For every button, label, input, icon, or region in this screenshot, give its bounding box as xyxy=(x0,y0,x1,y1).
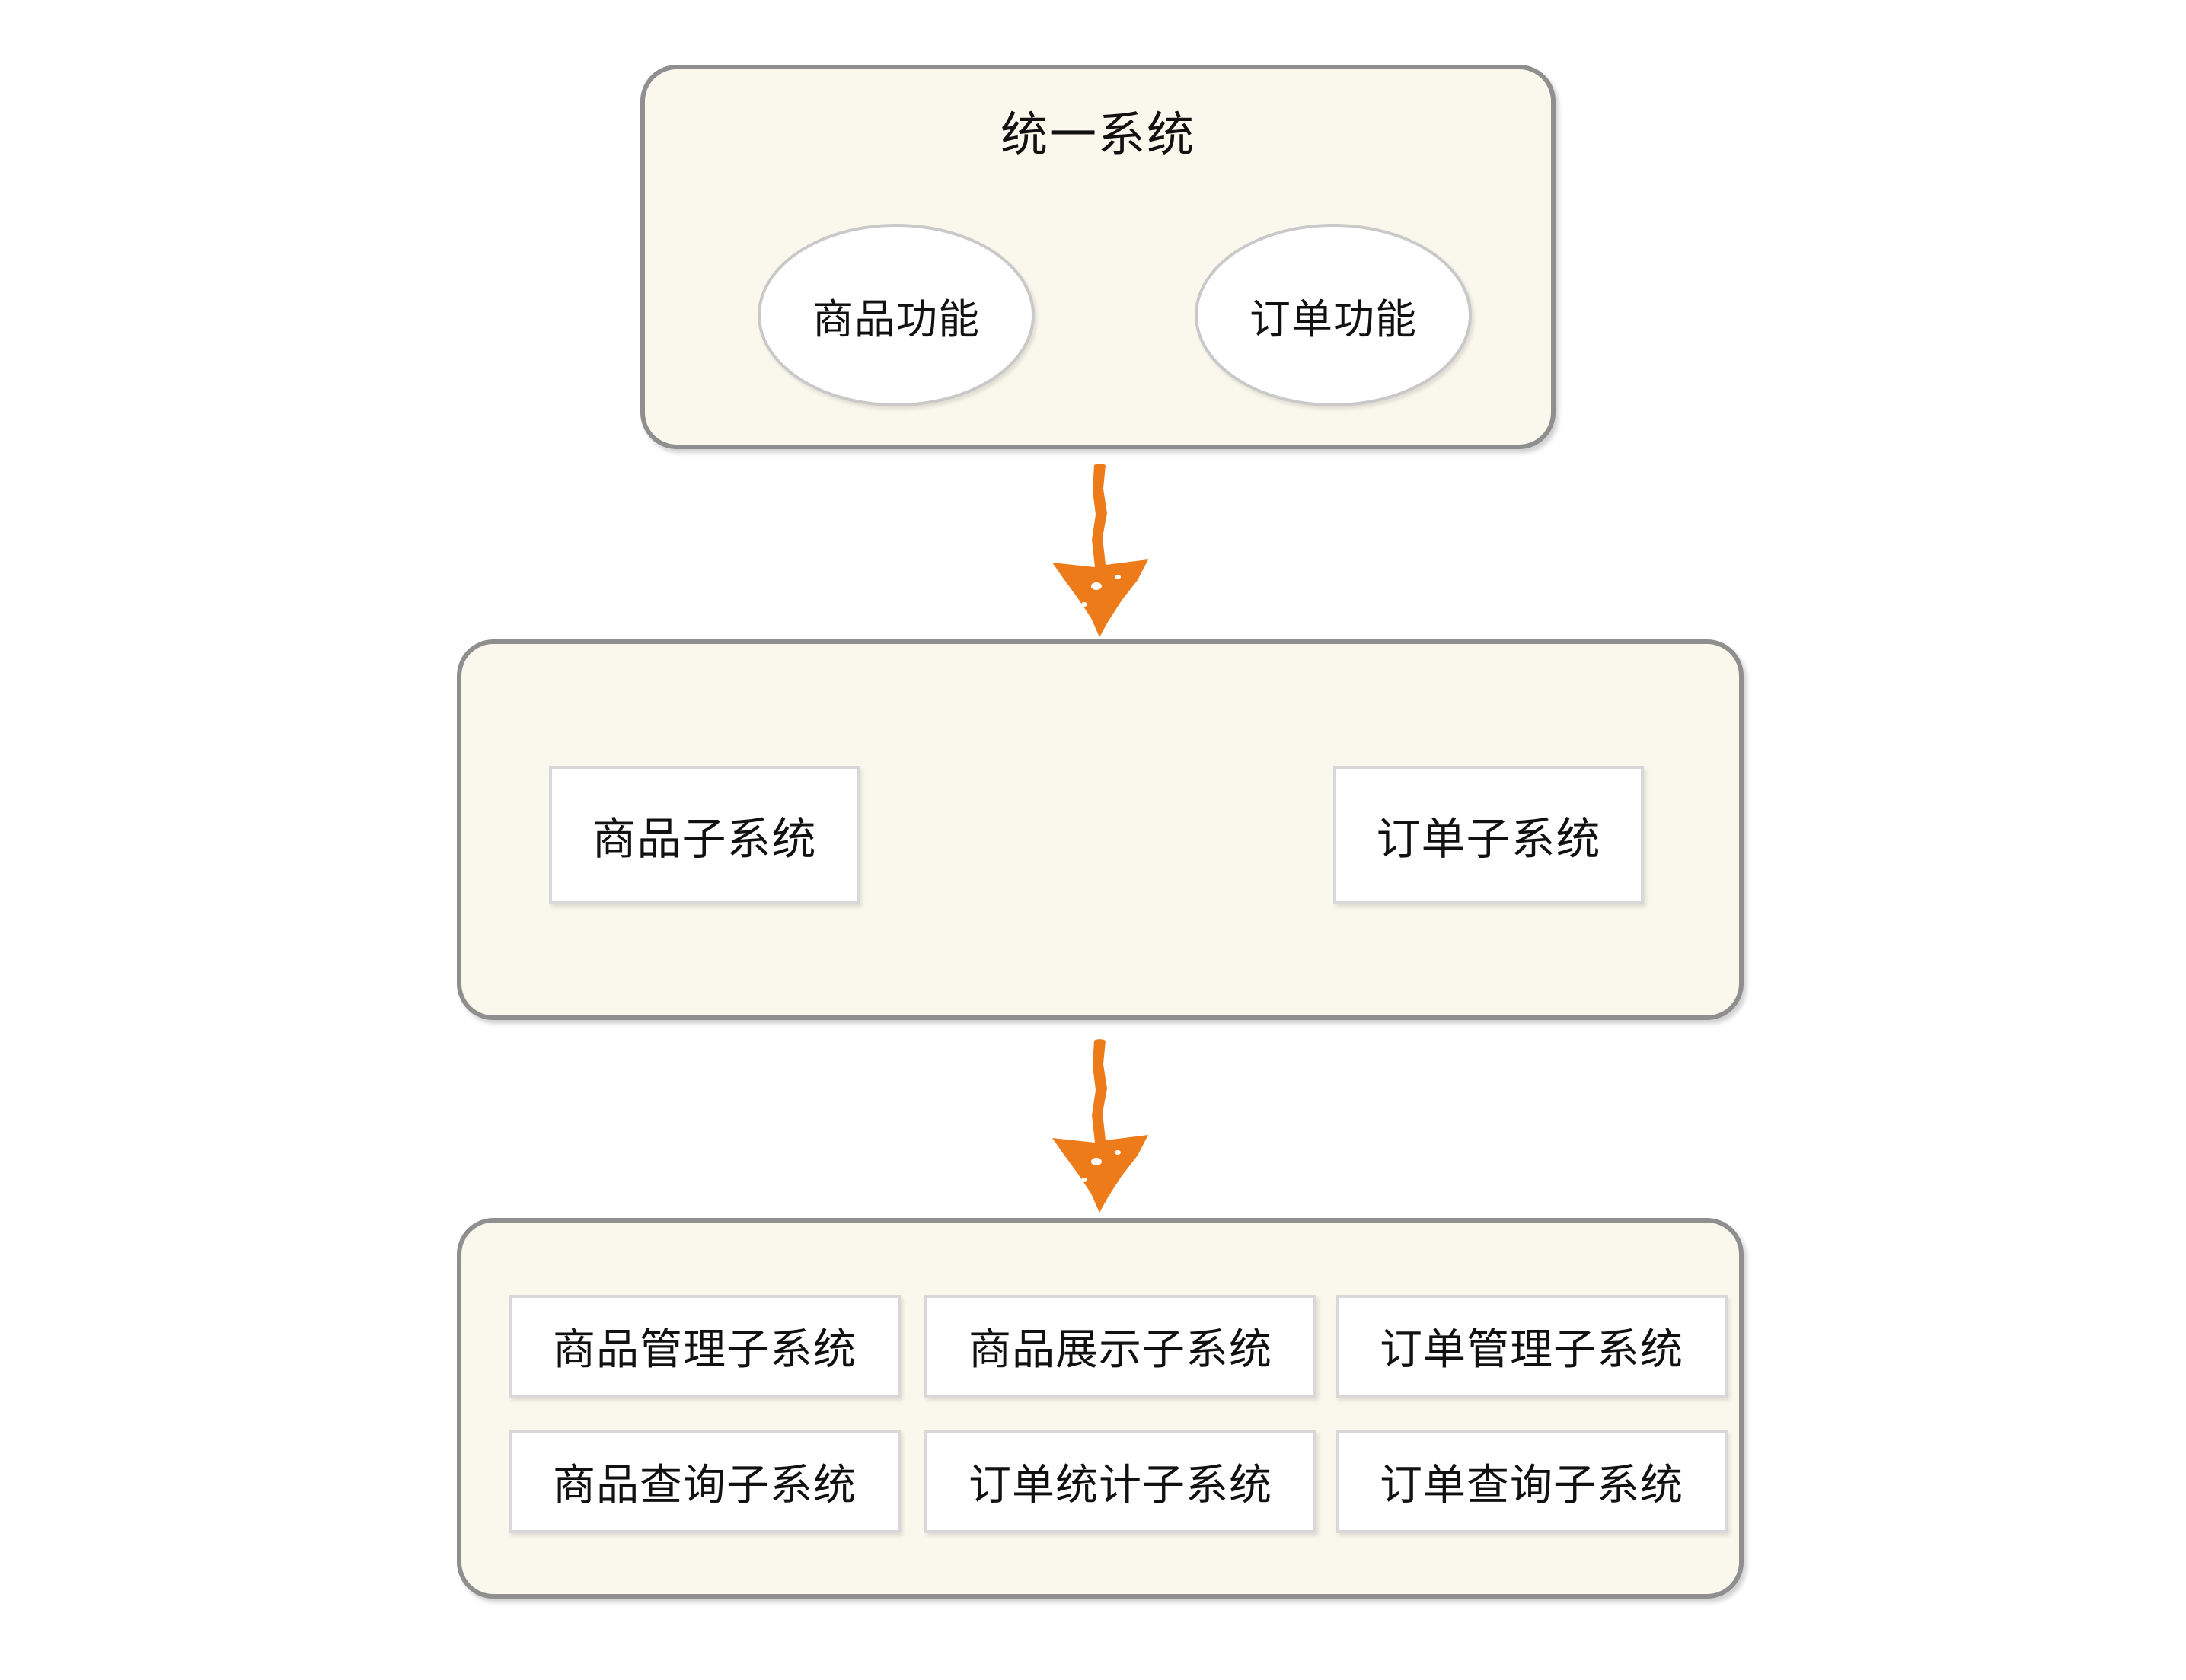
subsystems-box: 商品子系统 订单子系统 xyxy=(457,639,1744,1020)
order-statistics-subsystem-node: 订单统计子系统 xyxy=(924,1430,1316,1533)
product-display-subsystem-label: 商品展示子系统 xyxy=(969,1325,1272,1373)
order-management-subsystem-node: 订单管理子系统 xyxy=(1336,1295,1728,1398)
product-management-subsystem-node: 商品管理子系统 xyxy=(509,1295,901,1398)
product-management-subsystem-label: 商品管理子系统 xyxy=(553,1325,857,1373)
product-subsystem-label: 商品子系统 xyxy=(592,814,817,864)
order-query-subsystem-label: 订单查询子系统 xyxy=(1380,1461,1683,1509)
unified-system-title: 统一系统 xyxy=(1000,109,1195,161)
product-function-label: 商品功能 xyxy=(812,296,980,343)
order-management-subsystem-label: 订单管理子系统 xyxy=(1380,1325,1683,1373)
order-subsystem-node: 订单子系统 xyxy=(1333,766,1644,904)
product-display-subsystem-node: 商品展示子系统 xyxy=(924,1295,1316,1398)
product-function-ellipse: 商品功能 xyxy=(758,224,1035,406)
order-function-ellipse: 订单功能 xyxy=(1195,224,1472,406)
sub-subsystems-box: 商品管理子系统 商品展示子系统 订单管理子系统 商品查询子系统 订单统计子系统 … xyxy=(457,1218,1744,1599)
order-statistics-subsystem-label: 订单统计子系统 xyxy=(969,1461,1272,1509)
product-query-subsystem-label: 商品查询子系统 xyxy=(553,1461,857,1509)
unified-system-box: 统一系统 商品功能 订单功能 xyxy=(640,65,1556,449)
order-function-label: 订单功能 xyxy=(1249,296,1417,343)
order-subsystem-label: 订单子系统 xyxy=(1376,814,1601,864)
order-query-subsystem-node: 订单查询子系统 xyxy=(1336,1430,1728,1533)
down-arrow-icon xyxy=(1052,464,1148,637)
product-query-subsystem-node: 商品查询子系统 xyxy=(509,1430,901,1533)
down-arrow-icon xyxy=(1052,1039,1148,1213)
product-subsystem-node: 商品子系统 xyxy=(549,766,860,904)
